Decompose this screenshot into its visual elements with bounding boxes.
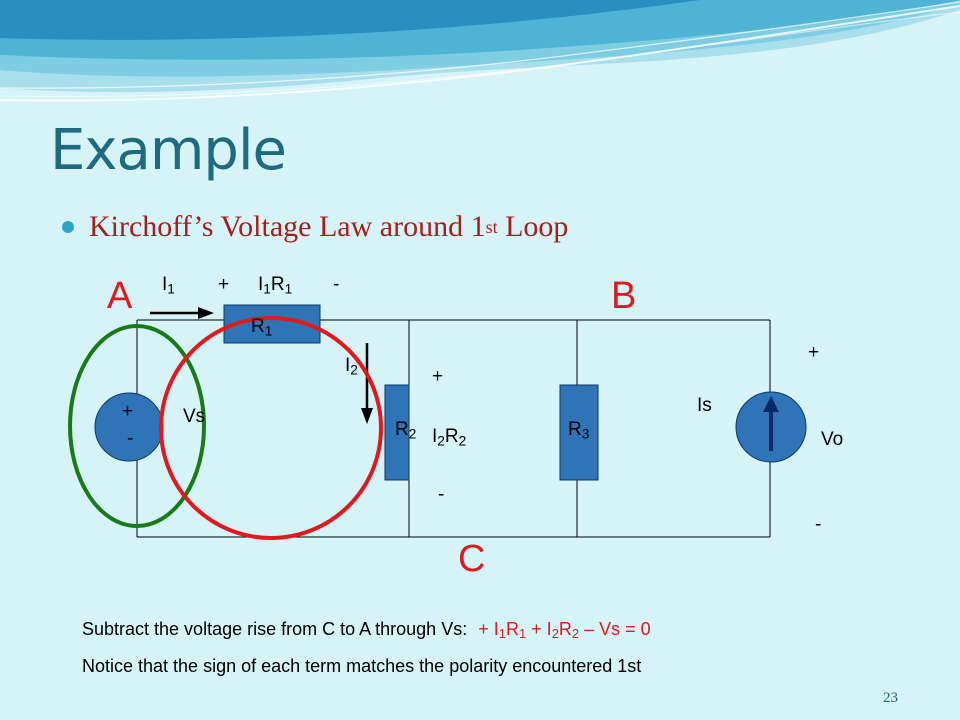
header-wave-decoration [0, 0, 960, 120]
vo-minus-sign: - [815, 514, 822, 535]
node-label-b: B [611, 275, 637, 317]
vs-plus-sign: + [122, 401, 134, 422]
current-label-i2: I2 [345, 355, 358, 378]
r2-minus-sign: - [438, 484, 445, 505]
resistor-label-r2: R2 [395, 419, 417, 442]
bullet-dot-icon [62, 221, 74, 233]
node-label-c: C [458, 538, 486, 580]
bullet-text-tail: Loop [497, 210, 569, 243]
current-source-is [735, 391, 807, 463]
bullet-superscript: st [485, 216, 498, 237]
vo-plus-sign: + [808, 342, 820, 363]
current-source-arrowhead [763, 396, 779, 412]
r2-plus-sign: + [432, 366, 444, 387]
r2-voltage-drop-label: I2R2 [432, 426, 467, 449]
note-line-1-text: Subtract the voltage rise from C to A th… [82, 619, 468, 639]
vs-minus-sign: - [127, 428, 134, 449]
r1-minus-sign: - [333, 274, 340, 295]
slide-title: Example [50, 118, 287, 183]
resistor-label-r3: R3 [568, 419, 590, 442]
kvl-equation: + I1R1 + I2R2 – Vs = 0 [478, 619, 651, 642]
note-line-1: Subtract the voltage rise from C to A th… [82, 619, 651, 641]
vo-label: Vo [821, 429, 844, 450]
current-label-i1: I1 [162, 274, 175, 297]
vs-label: Vs [183, 406, 206, 427]
note-line-2: Notice that the sign of each term matche… [82, 656, 642, 676]
is-label: Is [697, 395, 712, 416]
loop-outline-red [159, 316, 383, 540]
resistor-label-r1: R1 [251, 316, 273, 339]
arrow-i2-head-icon [361, 408, 373, 424]
bullet-text: Kirchoff’s Voltage Law around 1 [89, 210, 486, 243]
page-number: 23 [883, 690, 898, 706]
r1-voltage-drop-label: I1R1 [258, 274, 293, 297]
r1-plus-sign: + [218, 274, 230, 295]
node-label-a: A [107, 275, 133, 317]
arrow-i1-head-icon [198, 307, 214, 319]
